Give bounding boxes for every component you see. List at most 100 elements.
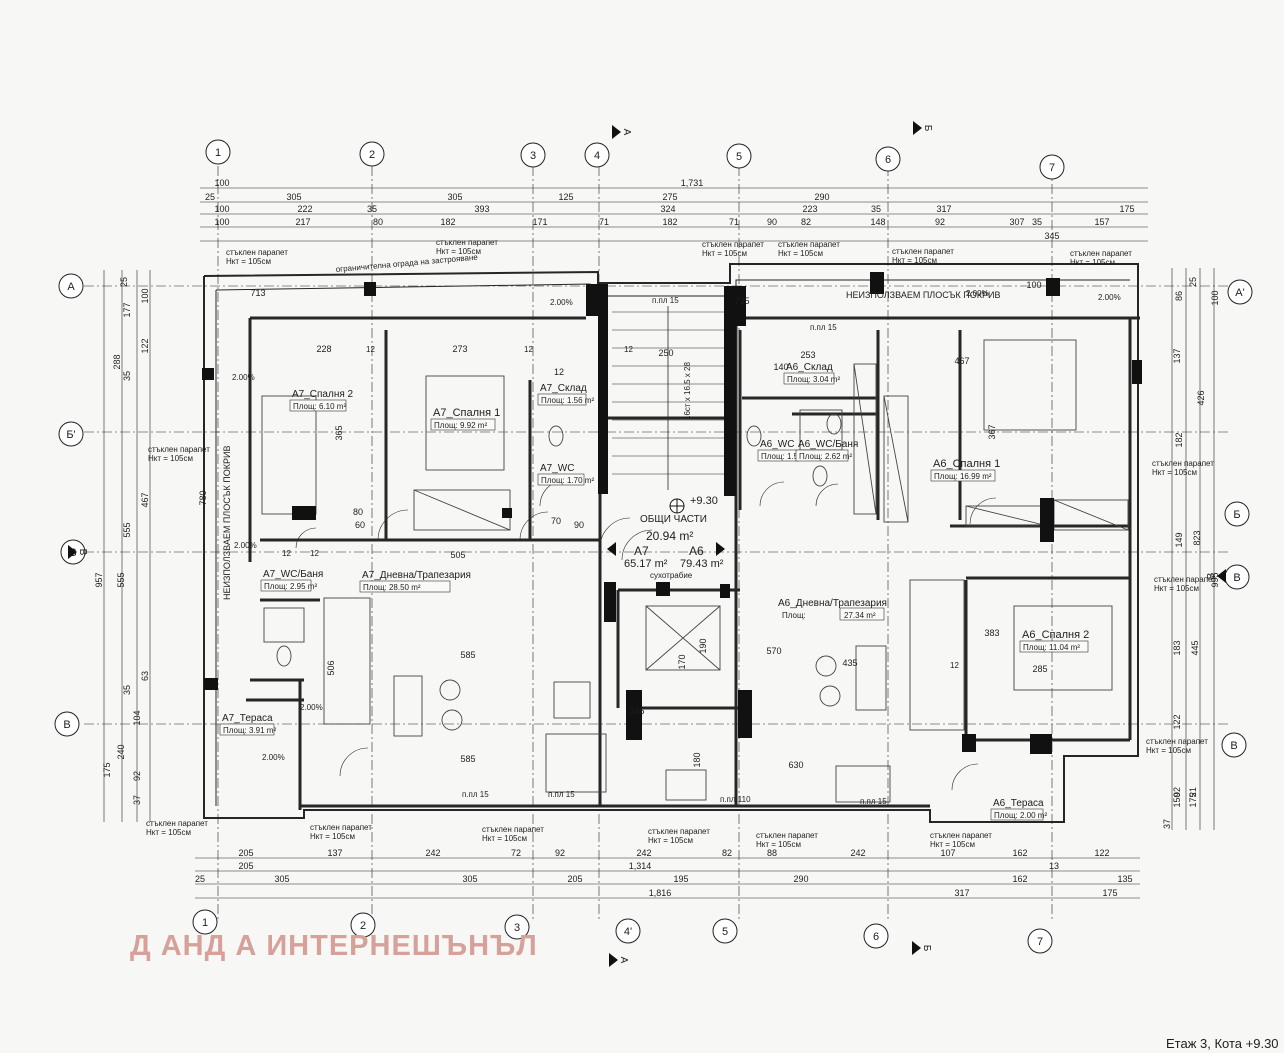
dim-interior-label: 585	[460, 754, 475, 764]
dim-top-label: 217	[295, 217, 310, 227]
section-v-right: В	[1206, 569, 1226, 583]
column	[502, 508, 512, 518]
room-area-box-a7_storage	[537, 393, 587, 406]
unused-roof-label: НЕИЗПОЛЗВАЕМ ПЛОСЪК ПОКРИВ	[222, 446, 232, 600]
dim-bottom-label: 1,314	[629, 861, 652, 871]
parapet-height-label: Hкт = 105см	[482, 834, 527, 843]
wall-thickness-label: 12	[310, 549, 319, 558]
dim-bottom-label: 135	[1117, 874, 1132, 884]
dim-bottom-label: 107	[940, 848, 955, 858]
column	[738, 690, 752, 738]
grid-bubble-top-4-circle	[584, 142, 610, 168]
dim-interior-label: 100	[1026, 280, 1041, 290]
section-a-top: А	[612, 125, 632, 139]
room-area-box-a7_bed2	[289, 399, 347, 412]
limited-access-label: ограничителна ограда на застрояване	[335, 253, 478, 274]
wall-thickness-label: 12	[282, 549, 291, 558]
dim-left-label: 467	[140, 492, 150, 507]
dim-top-label: 393	[474, 204, 489, 214]
parapet-label: стъклен парапет	[648, 827, 710, 836]
dim-bottom-label: 82	[722, 848, 732, 858]
dim-top-label: 345	[1044, 231, 1059, 241]
chair	[819, 685, 841, 707]
dim-top-label: 35	[1032, 217, 1042, 227]
room-area-a7_bed1: Площ: 9.92 m²	[434, 421, 487, 430]
dim-right-label: 25	[1188, 277, 1198, 287]
wardrobe-cross	[413, 489, 511, 531]
column	[1046, 278, 1060, 296]
parapet-height-label: Hкт = 105см	[892, 256, 937, 265]
grid-bubble-top-5-label: 5	[736, 151, 742, 163]
grid-bubble-top-2-label: 2	[369, 149, 375, 161]
dim-interior-label: 273	[452, 344, 467, 354]
parapet-height-label: Hкт = 105см	[310, 832, 355, 841]
grid-bubble-top-1-label: 1	[215, 147, 221, 159]
dim-top-label: 275	[662, 192, 677, 202]
dim-bottom-label: 242	[636, 848, 651, 858]
room-area-box-a7_bed1	[430, 418, 496, 431]
grid-bubble-right-3-label: В	[1230, 740, 1237, 752]
dim-interior-label: 80	[353, 507, 363, 517]
grid-bubble-right-0-label: А'	[1235, 287, 1244, 299]
dim-top-label: 223	[802, 204, 817, 214]
grid-bubble-top-4-label: 4	[594, 150, 600, 162]
dim-bottom-label: 92	[555, 848, 565, 858]
dim-left-label: 175	[102, 762, 112, 777]
dim-top-label: 305	[447, 192, 462, 202]
room-area-box-a6_living	[839, 607, 885, 621]
column	[204, 678, 218, 690]
bed	[425, 375, 505, 471]
common-areas-title: ОБЩИ ЧАСТИ	[640, 514, 707, 525]
window-label: п.пл 15	[810, 323, 837, 332]
dim-top-label: 35	[367, 204, 377, 214]
dim-right-label: 21	[1188, 787, 1198, 797]
grid-bubble-bottom-4'-circle	[615, 918, 641, 944]
grid-bubble-left-3-circle	[54, 711, 80, 737]
parapet-height-label: Hкт = 105см	[756, 840, 801, 849]
dining-table-a6	[835, 765, 891, 803]
dim-bottom-label: 242	[425, 848, 440, 858]
grid-bubble-bottom-1-circle	[192, 909, 218, 935]
dim-interior-label: 367	[987, 424, 997, 439]
parapet-height-label: Hкт = 105см	[930, 840, 975, 849]
dim-interior-label: 285	[1032, 664, 1047, 674]
toilet	[548, 425, 564, 447]
dim-left-label: 104	[132, 710, 142, 725]
parapet-line	[215, 279, 1130, 297]
bed	[1013, 605, 1113, 691]
room-area-a7_terrace: Площ: 3.91 m²	[223, 726, 276, 735]
dim-top-label: 92	[935, 217, 945, 227]
dim-interior-label: 467	[954, 356, 969, 366]
room-name-a6_bath: А6_WC/Баня	[798, 439, 858, 450]
dim-left-label: 35	[122, 685, 132, 695]
room-area-value-a6_living: 27.34 m²	[844, 611, 876, 620]
dim-interior-label: 60	[355, 520, 365, 530]
dim-interior-label: 70	[551, 516, 561, 526]
parapet-height-label: Hкт = 105см	[1152, 468, 1197, 477]
dim-right-label: 137	[1172, 348, 1182, 363]
bed	[261, 395, 317, 515]
dim-top-label: 25	[205, 192, 215, 202]
room-name-a7_bed1: А7_Спалня 1	[433, 407, 500, 419]
parapet-label: стъклен парапет	[310, 823, 372, 832]
door-swing	[815, 483, 839, 507]
dim-top-label: 35	[871, 204, 881, 214]
room-area-box-a7_wc	[537, 473, 585, 486]
dim-top-label: 305	[286, 192, 301, 202]
dim-top-label: 80	[373, 217, 383, 227]
room-area-a6_terrace: Площ: 2.00 m²	[994, 811, 1047, 820]
dim-right-label: 823	[1192, 530, 1202, 545]
section-v-left-label: В	[77, 549, 88, 556]
dim-right-label: 37	[1162, 819, 1172, 829]
unit-a6-label: А6	[689, 544, 704, 558]
dining-table-a7	[545, 733, 607, 793]
unused-roof-right-label: НЕИЗПОЛЗВАЕМ ПЛОСЪК ПОКРИВ	[846, 290, 1000, 300]
dim-right-label: 445	[1190, 640, 1200, 655]
window-label: п.пл 15	[860, 797, 887, 806]
dim-right-label: 150	[1172, 792, 1182, 807]
parapet-height-label: Hкт = 105см	[226, 257, 271, 266]
grid-bubble-top-3-label: 3	[530, 150, 536, 162]
section-a-bottom: А	[609, 953, 629, 967]
